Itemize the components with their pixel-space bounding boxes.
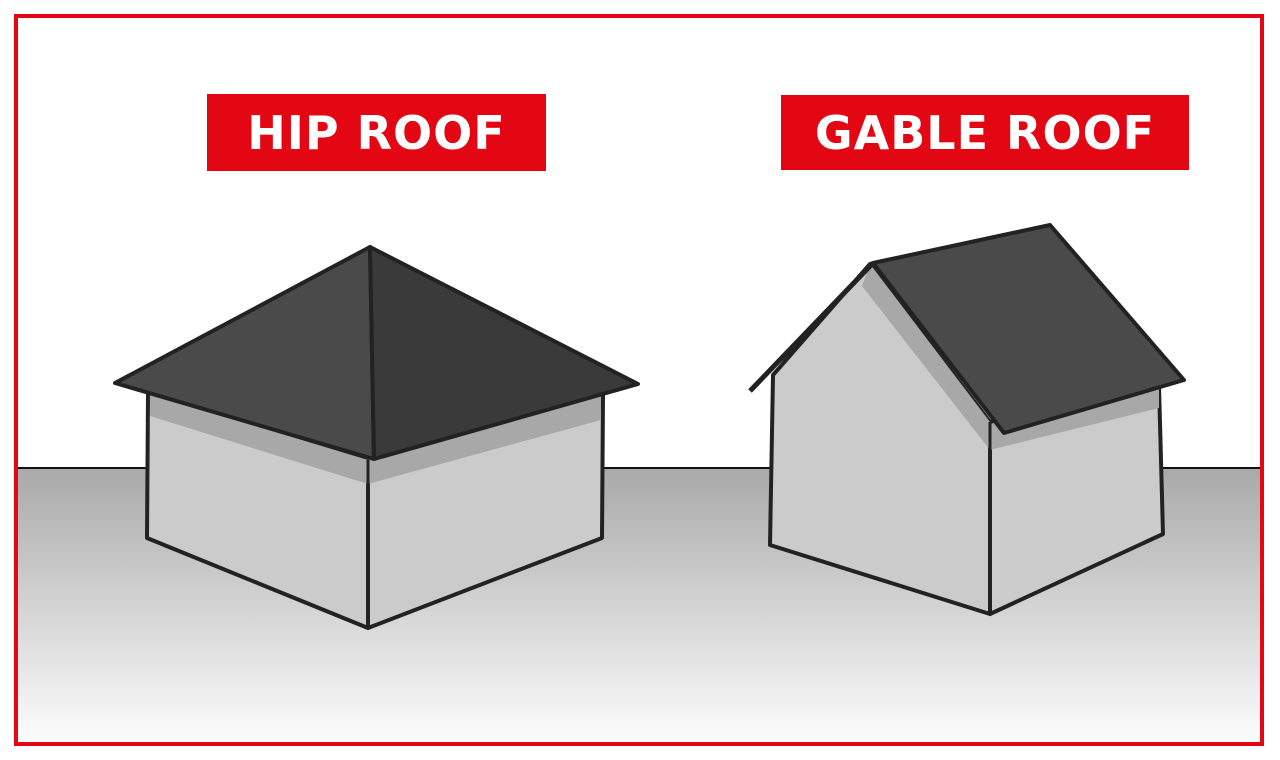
gable-wall-shadow: [862, 264, 990, 450]
gable-roof-label: GABLE ROOF: [781, 95, 1189, 170]
gable-eave-stub: [748, 261, 875, 393]
hip-roof-label: HIP ROOF: [207, 94, 546, 171]
gable-roof-house: [748, 223, 1186, 616]
gable-side-shadow: [990, 386, 1159, 450]
hip-left-shadow: [150, 394, 368, 484]
hip-right-shadow: [368, 396, 601, 484]
hip-roof-right-face: [368, 245, 640, 461]
gable-roof-plane: [871, 223, 1186, 435]
diagram-frame: HIP ROOF GABLE ROOF: [14, 14, 1264, 746]
hip-roof-house: [113, 245, 640, 630]
roof-comparison-scene: [18, 223, 1260, 742]
